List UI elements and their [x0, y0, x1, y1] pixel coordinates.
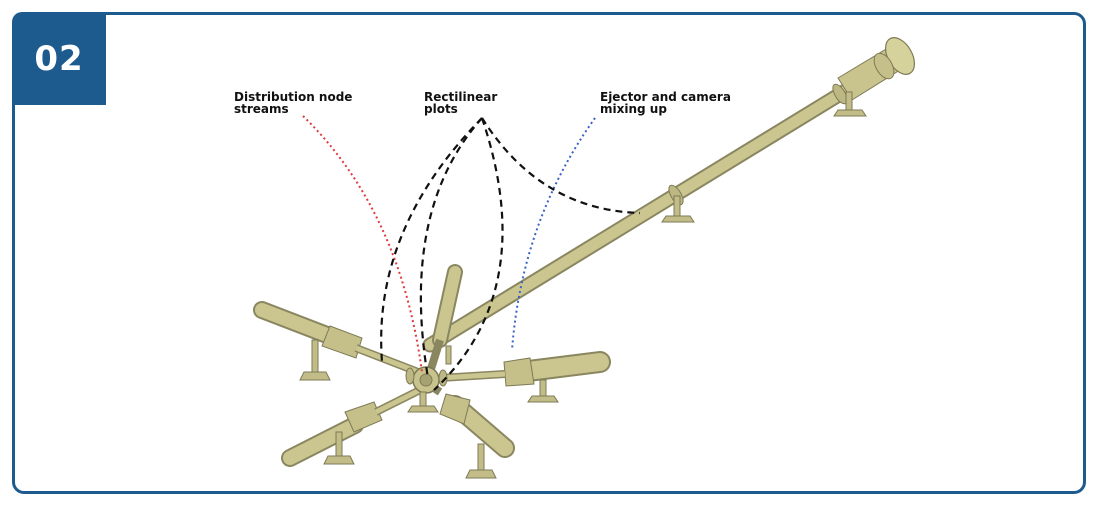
main-pipe: [422, 37, 916, 353]
rectilinear-leader-line-3: [433, 117, 504, 391]
pipe-supports: [661, 91, 867, 223]
rectilinear-leader-line-1: [380, 117, 483, 363]
diagram-frame: [12, 12, 1086, 494]
label-distribution-node-streams: Distribution node streams: [234, 90, 353, 116]
rectilinear-leader-line-4: [481, 117, 641, 215]
label-rectilinear-plots: Rectilinear plots: [424, 90, 498, 116]
ejector-leader-line: [511, 117, 596, 351]
section-number-badge: 02: [12, 12, 106, 105]
label-ejector-camera-mixing: Ejector and camera mixing up: [600, 90, 731, 116]
distribution-leader-line: [302, 115, 423, 373]
rectilinear-leader-line-2: [419, 117, 483, 379]
hub-supports: [299, 339, 559, 479]
annotation-lines: [302, 115, 641, 391]
hub-branches: [253, 264, 611, 467]
